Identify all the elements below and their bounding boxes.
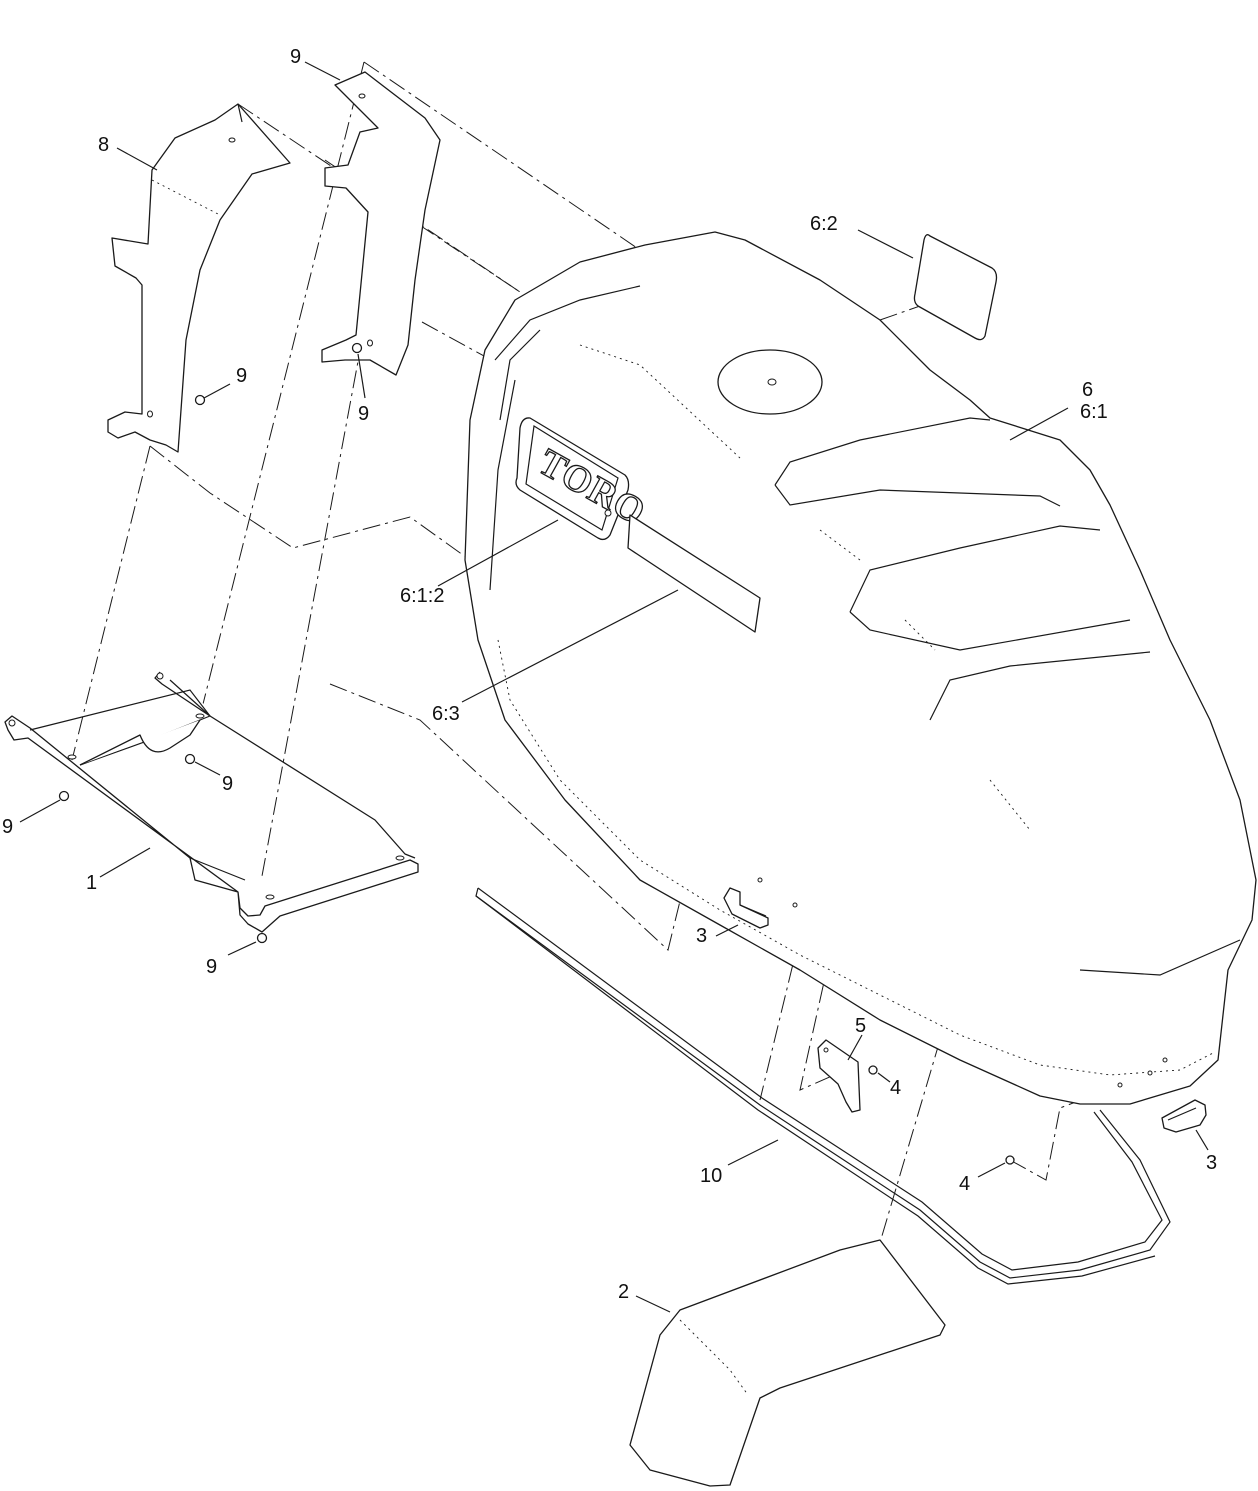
handle-left <box>723 887 769 929</box>
callout-6: 6 <box>1082 379 1093 401</box>
mounting-frame <box>4 671 419 933</box>
small-decal <box>913 234 998 341</box>
callout-6-1-2: 6:2 <box>810 213 838 235</box>
callout-9-left: 9 <box>2 816 13 838</box>
side-panel-right <box>321 71 441 376</box>
callout-1: 1 <box>86 872 97 894</box>
callout-3-right: 3 <box>1206 1152 1217 1174</box>
callout-8: 8 <box>98 134 109 156</box>
callout-5: 5 <box>855 1015 866 1037</box>
callout-2: 2 <box>618 1281 629 1303</box>
side-panel-left <box>107 103 291 453</box>
callout-4-lower: 4 <box>959 1173 970 1195</box>
leader-lines <box>19 61 1209 1313</box>
callout-6-2: 6:1:2 <box>400 585 444 607</box>
callout-9-bottom: 9 <box>206 956 217 978</box>
callout-4-bracket: 4 <box>890 1077 901 1099</box>
callout-9-frame: 9 <box>222 773 233 795</box>
callout-7: 9 <box>290 46 301 68</box>
warning-decal <box>627 514 761 633</box>
callout-6-3: 6:3 <box>432 703 460 725</box>
fasteners <box>58 342 1015 1165</box>
hopper-cover <box>464 231 1257 1105</box>
foot-cover <box>629 1239 946 1487</box>
callout-9-top-left: 9 <box>236 365 247 387</box>
callout-labels: 9 8 6:2 6 6:1 9 9 6:1:2 6:3 9 9 1 9 3 5 … <box>2 46 1217 1303</box>
trim-seal <box>475 887 1171 1285</box>
callout-9-top-right: 9 <box>358 403 369 425</box>
handle-right <box>1161 1099 1207 1133</box>
callout-3-left: 3 <box>696 925 707 947</box>
callout-6-1: 6:1 <box>1080 401 1108 423</box>
callout-10: 10 <box>700 1165 722 1187</box>
